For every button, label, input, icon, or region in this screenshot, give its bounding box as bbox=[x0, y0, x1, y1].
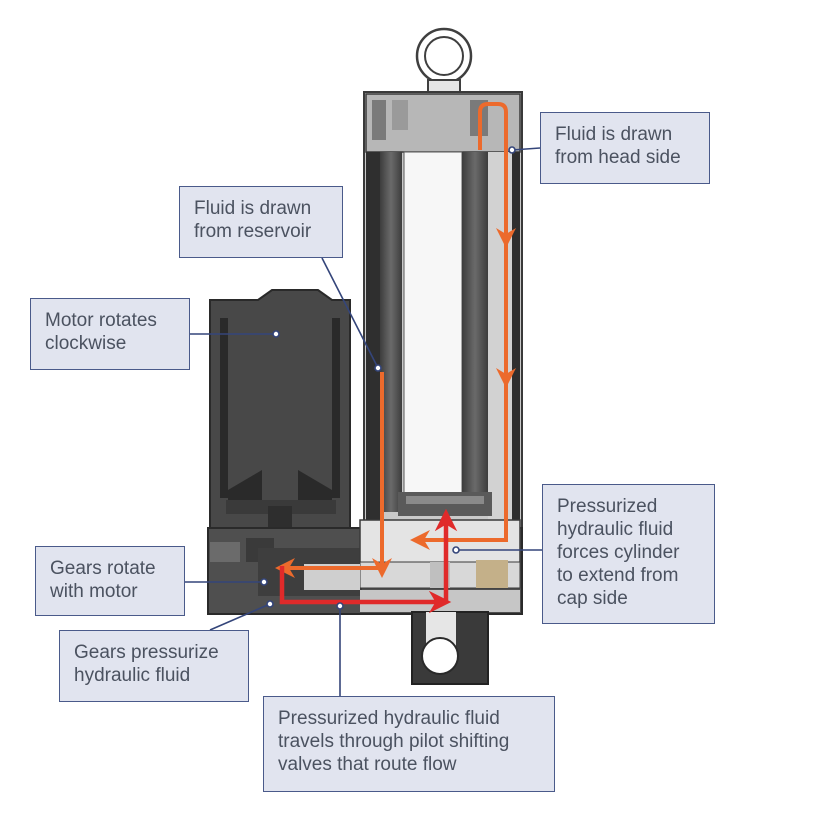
head-side-flow-arrow bbox=[478, 102, 516, 248]
callout-line: to extend from bbox=[557, 565, 679, 586]
callout-cylinder-extend: Pressurized hydraulic fluid forces cylin… bbox=[542, 484, 715, 624]
leader-head-side bbox=[511, 147, 541, 151]
callout-line: travels through pilot shifting bbox=[278, 731, 510, 752]
callout-line: Gears rotate bbox=[50, 558, 156, 579]
callout-line: valves that route flow bbox=[278, 754, 457, 775]
leader-dot-head-side bbox=[508, 146, 516, 154]
leader-dot-cylinder-extend bbox=[452, 546, 460, 554]
callout-line: Pressurized bbox=[557, 496, 658, 517]
leader-dot-pilot-valves bbox=[336, 602, 344, 610]
callout-line: with motor bbox=[50, 581, 138, 602]
callout-line: Gears pressurize bbox=[74, 642, 219, 663]
callout-line: forces cylinder bbox=[557, 542, 680, 563]
leader-gears-pressurize bbox=[209, 603, 271, 631]
callout-head-side: Fluid is drawn from head side bbox=[540, 112, 710, 184]
callout-line: Fluid is drawn bbox=[555, 124, 673, 145]
callout-line: Fluid is drawn bbox=[194, 198, 312, 219]
callout-gears-pressurize: Gears pressurize hydraulic fluid bbox=[59, 630, 249, 702]
leader-dot-reservoir bbox=[374, 364, 382, 372]
callout-line: from reservoir bbox=[194, 221, 312, 242]
pressure-to-valve-arrow bbox=[279, 566, 452, 614]
callout-line: hydraulic fluid bbox=[74, 665, 191, 686]
head-side-to-cap-arrow bbox=[410, 376, 508, 550]
callout-line: from head side bbox=[555, 147, 681, 168]
leader-lines bbox=[185, 146, 542, 696]
callout-motor: Motor rotates clockwise bbox=[30, 298, 190, 370]
motor bbox=[209, 289, 351, 541]
callout-line: Pressurized hydraulic fluid bbox=[278, 708, 500, 729]
callout-reservoir: Fluid is drawn from reservoir bbox=[179, 186, 343, 258]
callout-line: cap side bbox=[557, 588, 628, 609]
flow-arrows bbox=[275, 102, 516, 614]
cap-clevis bbox=[411, 611, 489, 685]
leader-dot-motor bbox=[272, 330, 280, 338]
callout-line: Motor rotates bbox=[45, 310, 157, 331]
leader-reservoir bbox=[321, 257, 379, 369]
leader-dot-gears-pressurize bbox=[266, 600, 274, 608]
callout-gears-rotate: Gears rotate with motor bbox=[35, 546, 185, 616]
leader-dot-gears-rotate bbox=[260, 578, 268, 586]
callout-line: hydraulic fluid bbox=[557, 519, 674, 540]
cylinder-body bbox=[363, 91, 523, 541]
callout-line: clockwise bbox=[45, 333, 127, 354]
callout-pilot-valves: Pressurized hydraulic fluid travels thro… bbox=[263, 696, 555, 792]
